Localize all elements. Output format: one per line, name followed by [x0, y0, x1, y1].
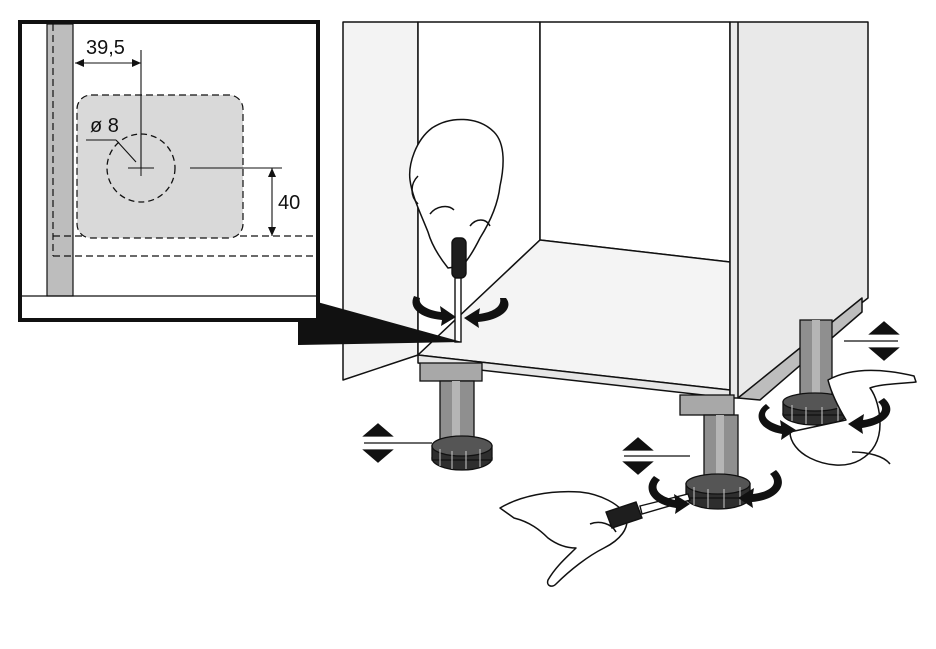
- mounting-plate: [76, 94, 244, 239]
- height-adjust-arrow-icon: [622, 437, 690, 475]
- dimension-horizontal-label: 39,5: [86, 37, 125, 59]
- leg-front-right: [679, 394, 751, 510]
- leg-front-left: [419, 362, 493, 471]
- rotate-arrows-icon: [648, 470, 782, 514]
- detail-side-strip: [46, 23, 74, 297]
- detail-callout: 39,5 ø 8 40: [18, 20, 462, 345]
- callout-pointer: [298, 300, 462, 345]
- hand-icon: [408, 118, 504, 269]
- cabinet: [342, 21, 869, 401]
- height-adjust-arrow-icon: [362, 423, 432, 463]
- hand-icon: [499, 490, 628, 587]
- rotate-arrows-icon: [412, 296, 509, 328]
- height-adjust-arrow-icon: [844, 321, 900, 361]
- leg-back-right: [782, 319, 848, 426]
- dimension-diameter-label: ø 8: [90, 115, 119, 137]
- drill-hole: [106, 133, 176, 203]
- rotate-arrows-icon: [758, 398, 891, 440]
- dimension-vertical-label: 40: [278, 192, 300, 214]
- cabinet-inner-wall: [539, 21, 731, 263]
